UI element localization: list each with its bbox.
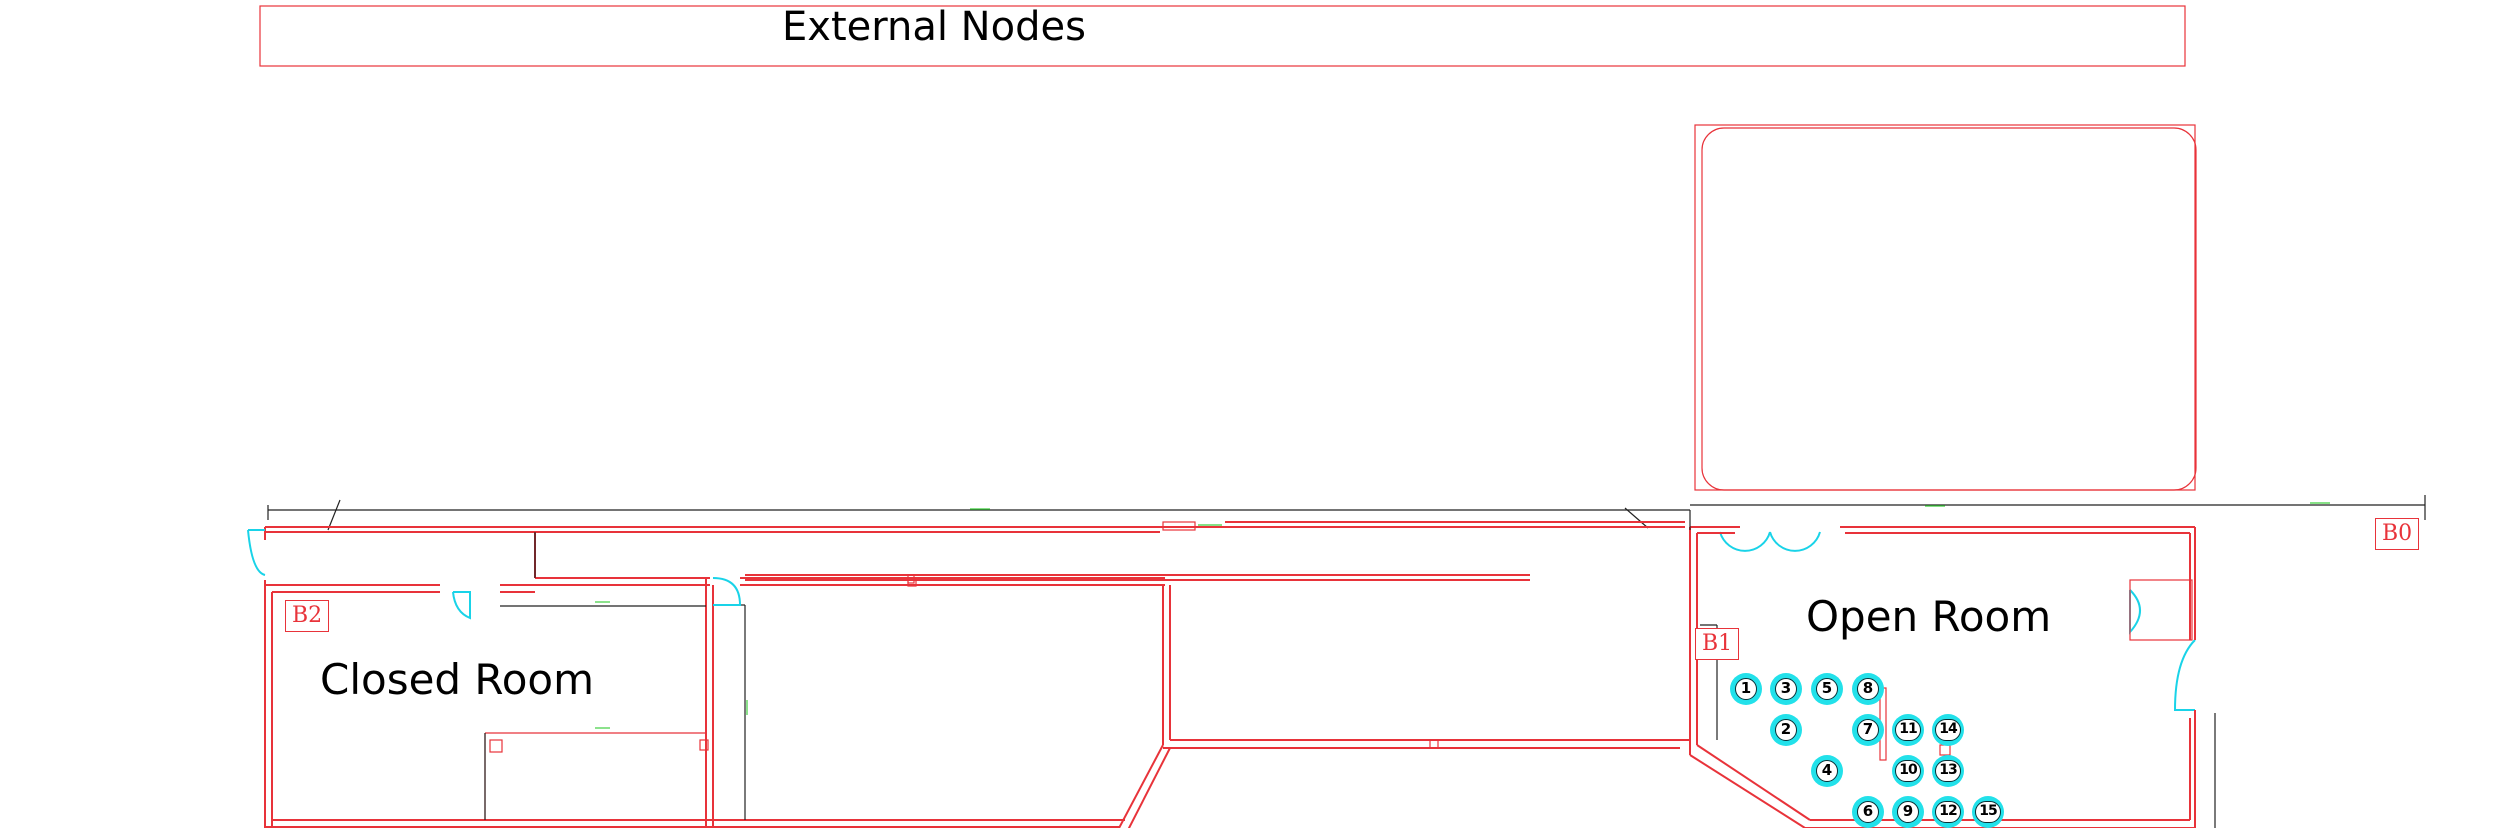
node-4-label: 4 <box>1816 760 1838 782</box>
top-dimension-line <box>267 495 2426 531</box>
node-5-label: 5 <box>1816 678 1838 700</box>
node-4[interactable]: 4 <box>1811 755 1843 787</box>
node-8[interactable]: 8 <box>1852 673 1884 705</box>
node-15-label: 15 <box>1975 801 2001 823</box>
closed-room-dimensions <box>484 532 748 820</box>
node-14[interactable]: 14 <box>1932 714 1964 746</box>
node-7-label: 7 <box>1857 719 1879 741</box>
node-11-label: 11 <box>1895 719 1921 741</box>
node-7[interactable]: 7 <box>1852 714 1884 746</box>
external-nodes-title: External Nodes <box>782 4 1086 50</box>
open-room-walls <box>1689 502 2330 828</box>
node-5[interactable]: 5 <box>1811 673 1843 705</box>
reserved-area-inner <box>1701 127 2197 491</box>
node-12-label: 12 <box>1935 801 1961 823</box>
node-8-label: 8 <box>1857 678 1879 700</box>
node-10[interactable]: 10 <box>1892 755 1924 787</box>
tag-b0: B0 <box>2375 518 2420 550</box>
tag-b2: B2 <box>285 600 330 632</box>
node-3-label: 3 <box>1775 678 1797 700</box>
closed-room-walls <box>264 527 1690 828</box>
node-15[interactable]: 15 <box>1972 796 2004 828</box>
node-10-label: 10 <box>1895 760 1921 782</box>
node-11[interactable]: 11 <box>1892 714 1924 746</box>
node-9[interactable]: 9 <box>1892 796 1924 828</box>
open-room-label: Open Room <box>1806 592 2052 641</box>
tag-b1: B1 <box>1695 628 1740 660</box>
node-6[interactable]: 6 <box>1852 796 1884 828</box>
node-2[interactable]: 2 <box>1770 714 1802 746</box>
node-12[interactable]: 12 <box>1932 796 1964 828</box>
node-1[interactable]: 1 <box>1730 673 1762 705</box>
node-14-label: 14 <box>1935 719 1961 741</box>
node-1-label: 1 <box>1735 678 1757 700</box>
external-nodes-box <box>259 5 2186 67</box>
node-3[interactable]: 3 <box>1770 673 1802 705</box>
node-13[interactable]: 13 <box>1932 755 1964 787</box>
node-2-label: 2 <box>1775 719 1797 741</box>
node-9-label: 9 <box>1897 801 1919 823</box>
reserved-area-box <box>1694 124 2196 491</box>
node-13-label: 13 <box>1935 760 1961 782</box>
node-6-label: 6 <box>1857 801 1879 823</box>
closed-room-label: Closed Room <box>320 655 595 704</box>
corridor-walls <box>265 521 1685 587</box>
